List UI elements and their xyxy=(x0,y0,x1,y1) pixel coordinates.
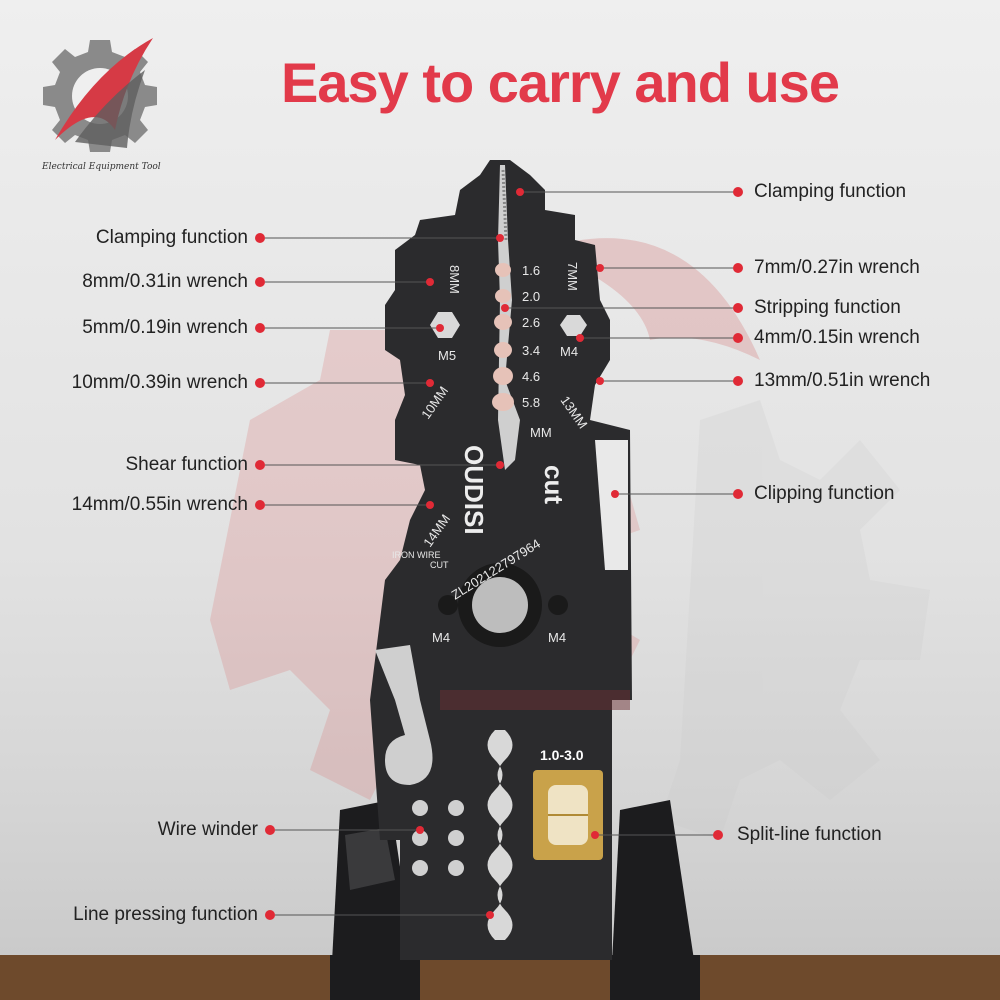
callout-dot xyxy=(733,489,743,499)
m4-left-label: M4 xyxy=(432,630,450,645)
m5-label: M5 xyxy=(438,348,456,363)
gauge-label: 1.6 xyxy=(522,263,540,278)
callout-split-line: Split-line function xyxy=(737,824,882,845)
callout-5mm-wrench: 5mm/0.19in wrench xyxy=(82,317,248,338)
callout-stripping: Stripping function xyxy=(754,297,901,318)
callout-dot xyxy=(255,500,265,510)
iron-wire-label: IRON WIRE xyxy=(392,550,441,560)
callout-14mm-wrench: 14mm/0.55in wrench xyxy=(71,494,248,515)
cut-label: cut xyxy=(539,465,569,504)
brand-label: OUDISI xyxy=(459,445,489,535)
gauge-label: 2.0 xyxy=(522,289,540,304)
callout-clamping-left: Clamping function xyxy=(95,227,248,248)
callout-wire-winder: Wire winder xyxy=(157,819,258,840)
m4-right-label: M4 xyxy=(548,630,566,645)
tool-body xyxy=(370,160,632,960)
callout-dot xyxy=(733,187,743,197)
callout-10mm-wrench: 10mm/0.39in wrench xyxy=(71,372,248,393)
callout-dot xyxy=(255,233,265,243)
size-7mm-label: 7MM xyxy=(565,262,580,291)
size-8mm-label: 8MM xyxy=(447,265,462,294)
brand-logo-icon xyxy=(43,38,157,152)
callout-dot xyxy=(265,910,275,920)
mm-label: MM xyxy=(530,425,552,440)
callout-dot xyxy=(265,825,275,835)
callout-4mm-wrench: 4mm/0.15in wrench xyxy=(754,327,920,348)
gauge-label: 2.6 xyxy=(522,315,540,330)
callout-line-pressing: Line pressing function xyxy=(73,904,258,925)
callout-dot xyxy=(255,323,265,333)
gauge-label: 4.6 xyxy=(522,369,540,384)
page-title: Easy to carry and use xyxy=(281,51,840,114)
m4-top-label: M4 xyxy=(560,344,578,359)
callout-dot xyxy=(255,277,265,287)
callout-13mm-wrench: 13mm/0.51in wrench xyxy=(754,370,931,391)
callout-clipping: Clipping function xyxy=(754,483,895,504)
callout-dot xyxy=(713,830,723,840)
gauge-label: 5.8 xyxy=(522,395,540,410)
callout-8mm-wrench: 8mm/0.31in wrench xyxy=(82,271,248,292)
crimp-range-label: 1.0-3.0 xyxy=(540,747,584,763)
callout-dot xyxy=(255,378,265,388)
logo-caption: Electrical Equipment Tool xyxy=(42,162,161,172)
callout-shear: Shear function xyxy=(125,454,248,475)
callout-dot xyxy=(733,263,743,273)
gauge-label: 3.4 xyxy=(522,343,540,358)
callout-dot xyxy=(733,303,743,313)
callout-dot xyxy=(733,376,743,386)
callout-dot xyxy=(733,333,743,343)
callout-dot xyxy=(255,460,265,470)
callout-7mm-wrench: 7mm/0.27in wrench xyxy=(754,257,920,278)
callout-clamping-right: Clamping function xyxy=(754,181,907,202)
iron-wire-cut-label: CUT xyxy=(430,560,449,570)
